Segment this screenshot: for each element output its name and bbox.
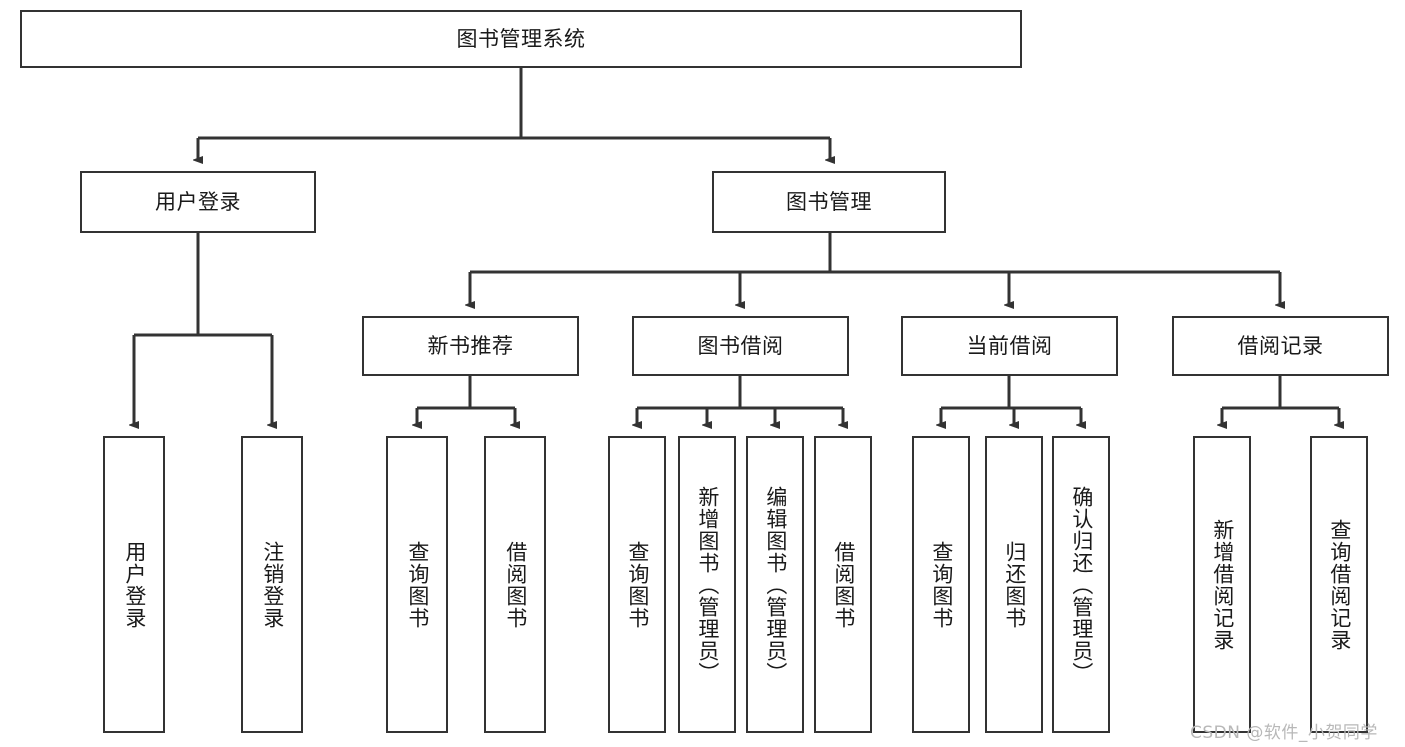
node-label: 借阅记录 xyxy=(1237,333,1324,358)
node-book-management[interactable]: 图书管理 xyxy=(712,171,946,233)
node-leaf-query-books-recommendation[interactable]: 查询图书 xyxy=(386,436,448,733)
node-leaf-logout[interactable]: 注销登录 xyxy=(241,436,303,733)
node-leaf-user-login[interactable]: 用户登录 xyxy=(103,436,165,733)
node-label: 编辑图书（管理员） xyxy=(763,485,788,684)
node-label: 查询借阅记录 xyxy=(1327,518,1352,651)
node-label: 新书推荐 xyxy=(427,333,514,358)
node-leaf-confirm-return-admin[interactable]: 确认归还（管理员） xyxy=(1052,436,1110,733)
node-label: 图书管理系统 xyxy=(456,26,586,51)
node-leaf-borrow-books-borrowing[interactable]: 借阅图书 xyxy=(814,436,872,733)
node-label: 注销登录 xyxy=(260,540,285,629)
node-user-login[interactable]: 用户登录 xyxy=(80,171,316,233)
node-new-book-recommendation[interactable]: 新书推荐 xyxy=(362,316,579,376)
node-leaf-edit-book-admin[interactable]: 编辑图书（管理员） xyxy=(746,436,804,733)
node-label: 借阅图书 xyxy=(503,540,528,629)
csdn-watermark: CSDN @软件_小贺同学 xyxy=(1190,723,1378,743)
node-label: 查询图书 xyxy=(625,540,650,629)
node-label: 归还图书 xyxy=(1002,540,1027,629)
node-label: 新增借阅记录 xyxy=(1210,518,1235,651)
node-label: 查询图书 xyxy=(405,540,430,629)
node-borrowing-records[interactable]: 借阅记录 xyxy=(1172,316,1389,376)
node-leaf-query-books-borrowing[interactable]: 查询图书 xyxy=(608,436,666,733)
node-root-book-management-system[interactable]: 图书管理系统 xyxy=(20,10,1022,68)
node-leaf-query-books-current[interactable]: 查询图书 xyxy=(912,436,970,733)
node-label: 用户登录 xyxy=(122,540,147,629)
node-current-borrowing[interactable]: 当前借阅 xyxy=(901,316,1118,376)
node-leaf-add-borrow-record[interactable]: 新增借阅记录 xyxy=(1193,436,1251,733)
node-label: 新增图书（管理员） xyxy=(695,485,720,684)
node-label: 当前借阅 xyxy=(966,333,1053,358)
node-leaf-return-books[interactable]: 归还图书 xyxy=(985,436,1043,733)
node-label: 图书借阅 xyxy=(697,333,784,358)
node-leaf-add-book-admin[interactable]: 新增图书（管理员） xyxy=(678,436,736,733)
node-leaf-query-borrow-record[interactable]: 查询借阅记录 xyxy=(1310,436,1368,733)
node-label: 图书管理 xyxy=(786,189,872,214)
node-label: 用户登录 xyxy=(155,189,241,214)
node-book-borrowing[interactable]: 图书借阅 xyxy=(632,316,849,376)
node-label: 借阅图书 xyxy=(831,540,856,629)
node-label: 查询图书 xyxy=(929,540,954,629)
node-label: 确认归还（管理员） xyxy=(1069,485,1094,684)
node-leaf-borrow-books-recommendation[interactable]: 借阅图书 xyxy=(484,436,546,733)
